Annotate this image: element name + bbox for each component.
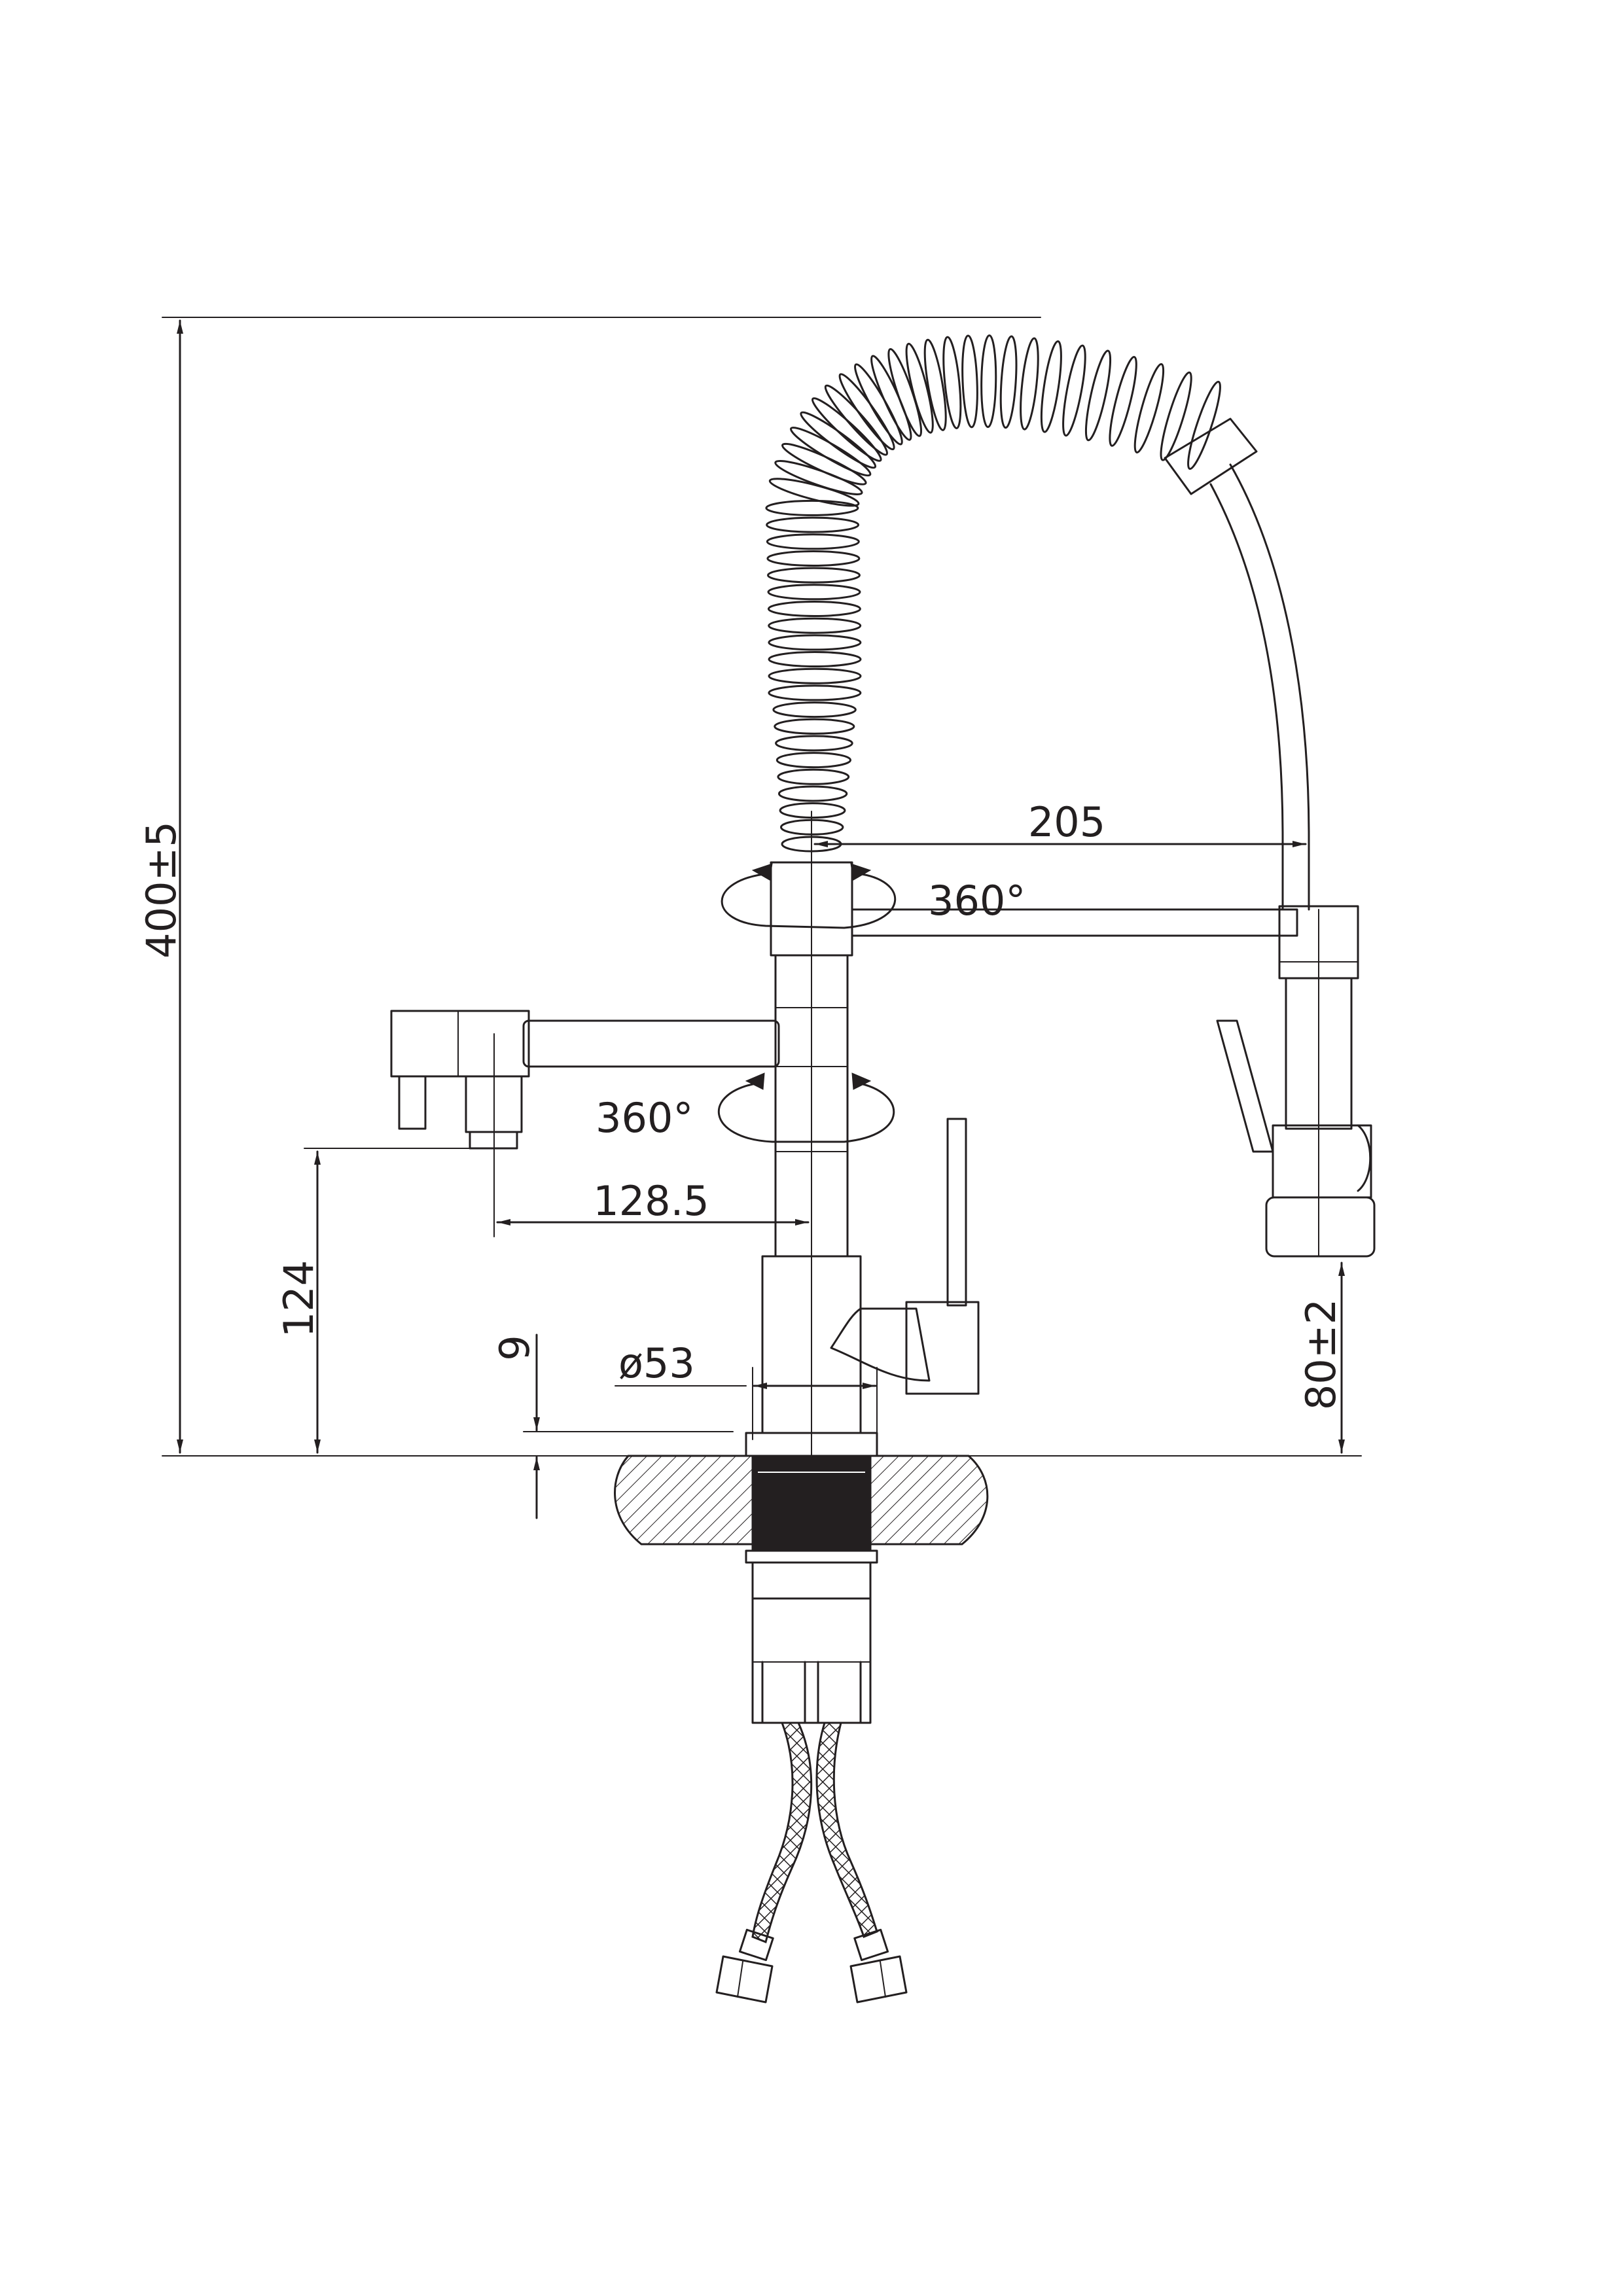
side-spout-arm (522, 1019, 780, 1068)
rotation-arrow-upper (721, 863, 896, 929)
supply-hoses (715, 1722, 908, 2004)
spring-coil-loop (768, 651, 862, 667)
spring-coil-loop (942, 336, 962, 429)
spring-coil-loop (980, 334, 997, 429)
spring-coil-loop (1020, 337, 1039, 431)
spring-coil (765, 334, 1221, 853)
spring-coil-loop (768, 634, 862, 651)
dimension-lines (162, 317, 1362, 1519)
spring-coil-loop (1109, 355, 1137, 447)
countertop-section (614, 1455, 989, 1552)
washer (745, 1549, 878, 1564)
spray-head-lower (1272, 1124, 1372, 1199)
hose-fitting-right (849, 1928, 908, 2004)
hose-left (751, 1722, 813, 1944)
side-spout-head (390, 1010, 530, 1078)
spring-coil-loop (1160, 371, 1192, 461)
handle-cartridge (905, 1301, 980, 1395)
side-spout-height-label: 124 (275, 1260, 323, 1337)
spout-reach-label: 205 (1028, 798, 1105, 846)
side-spout-reach-label: 128.5 (593, 1177, 709, 1225)
faucet-body (745, 811, 980, 1506)
hose-right (815, 1722, 878, 1938)
under-deck-hardware (745, 1549, 878, 1724)
spring-coil-loop (775, 735, 853, 752)
spring-coil-loop (1062, 344, 1086, 437)
spring-coil-loop (766, 550, 861, 567)
spring-coil-loop (1084, 349, 1112, 442)
side-spout-post (398, 1075, 427, 1130)
spring-coil-loop (1040, 340, 1062, 433)
offset-label: 9 (491, 1335, 539, 1360)
mounting-shank (753, 1456, 870, 1551)
spout-arm (851, 908, 1298, 937)
spring-coil-loop (961, 334, 978, 429)
side-spout-aerator (469, 1131, 518, 1150)
spray-clearance-label: 80±2 (1297, 1299, 1345, 1410)
spring-coil-loop (767, 601, 861, 617)
spring-coil-loop (766, 516, 860, 533)
spring-coil-loop (905, 342, 934, 434)
handle-lever (946, 1118, 967, 1307)
nut-body (751, 1597, 872, 1724)
spray-nozzle (1265, 1196, 1376, 1258)
base-diameter-label: ø53 (618, 1339, 695, 1387)
nut-upper (751, 1561, 872, 1600)
spring-coil-loop (779, 802, 846, 819)
spout-gooseneck-outer (1229, 463, 1310, 911)
spout-gooseneck-inner (1209, 483, 1284, 911)
spring-coil-loop (776, 752, 852, 769)
spring-coil-loop (781, 836, 842, 853)
spring-coil-loop (767, 567, 861, 584)
spring-coil-loop (779, 819, 844, 836)
spring-coil-loop (768, 667, 862, 684)
rotation-arrow-lower (717, 1072, 895, 1143)
spring-coil-loop (1133, 363, 1165, 453)
spring-coil-loop (765, 499, 859, 516)
main-spout (851, 417, 1376, 1258)
spring-coil-loop (854, 363, 903, 446)
spring-coil-loop (772, 701, 857, 718)
spring-coil-loop (887, 348, 923, 437)
handle-joint (830, 1307, 931, 1382)
side-spout-rotation-label: 360° (596, 1094, 693, 1142)
spring-coil-loop (777, 785, 848, 802)
spray-trigger (1216, 1019, 1274, 1153)
spring-coil-loop (999, 335, 1018, 429)
total-height-label: 400±5 (137, 821, 185, 959)
spring-coil-loop (774, 718, 855, 735)
spring-coil-loop (777, 768, 850, 785)
spring-coil-loop (766, 533, 860, 550)
spring-coil-loop (768, 684, 862, 701)
spring-coil-loop (767, 584, 861, 601)
hose-fitting-left (715, 1928, 774, 2004)
spring-coil-loop (774, 460, 863, 495)
spring-coil-loop (923, 338, 947, 431)
spout-rotation-label: 360° (928, 877, 1026, 925)
side-spout (390, 1010, 780, 1150)
spring-coil-loop (1187, 380, 1221, 470)
spring-coil-loop (768, 617, 862, 634)
